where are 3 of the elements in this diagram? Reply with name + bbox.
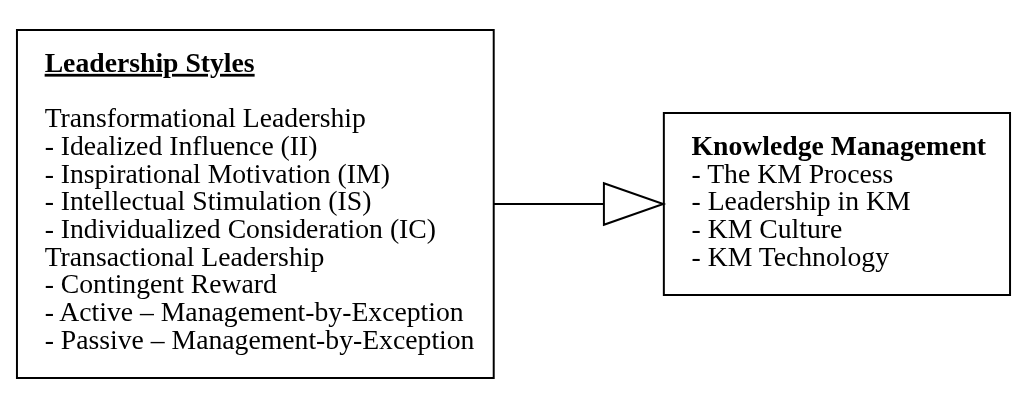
arrow bbox=[492, 181, 667, 227]
node-box: Leadership Styles Transformational Leadership - Idealized Influence (II) - Inspirational Motivation (IM) - Intellectual Stimulation (IS) - Individualized Consideration (IC) Transactional Leadership - Contingent Reward - Active – Management-by-Exception - Passive – Management-by-Exception bbox=[15, 28, 495, 380]
node-box: Knowledge Management - The KM Process - Leadership in KM - KM Culture - KM Technology bbox=[662, 112, 1012, 296]
